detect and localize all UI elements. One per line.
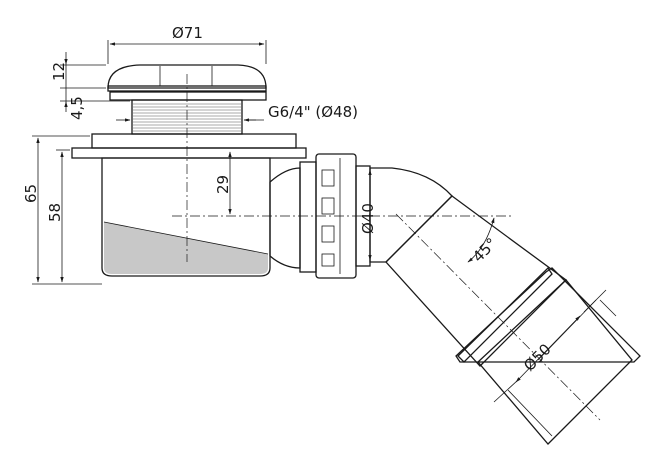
label-cap-height: 12 bbox=[50, 62, 68, 81]
label-elbow-angle: 45° bbox=[469, 234, 501, 266]
dim-total-height: 65 bbox=[22, 135, 102, 285]
center-lines bbox=[172, 74, 601, 421]
dim-body-height: 58 bbox=[46, 149, 70, 283]
dim-cap-diameter: Ø71 bbox=[107, 24, 267, 64]
label-outlet-diameter: Ø40 bbox=[359, 203, 377, 234]
drain-cap bbox=[107, 64, 267, 92]
label-thread: G6/4" (Ø48) bbox=[268, 103, 358, 121]
elbow-pipe bbox=[369, 167, 641, 445]
dim-cap-height: 12 4,5 bbox=[50, 52, 130, 120]
label-total-height: 65 bbox=[22, 184, 40, 203]
label-pipe-diameter: Ø50 bbox=[520, 340, 555, 375]
label-cap-diameter: Ø71 bbox=[172, 24, 203, 42]
dim-pipe-diameter: Ø50 bbox=[493, 289, 617, 437]
dim-elbow-angle: 45° bbox=[467, 217, 501, 266]
trap-body bbox=[71, 133, 307, 277]
label-outlet-height: 29 bbox=[214, 175, 232, 194]
threaded-neck bbox=[109, 91, 267, 135]
dim-outlet-diameter: Ø40 bbox=[359, 169, 377, 261]
dim-thread: G6/4" (Ø48) bbox=[116, 103, 358, 122]
label-body-height: 58 bbox=[46, 203, 64, 222]
label-flange-height: 4,5 bbox=[68, 96, 86, 120]
dim-outlet-height: 29 bbox=[214, 151, 232, 215]
